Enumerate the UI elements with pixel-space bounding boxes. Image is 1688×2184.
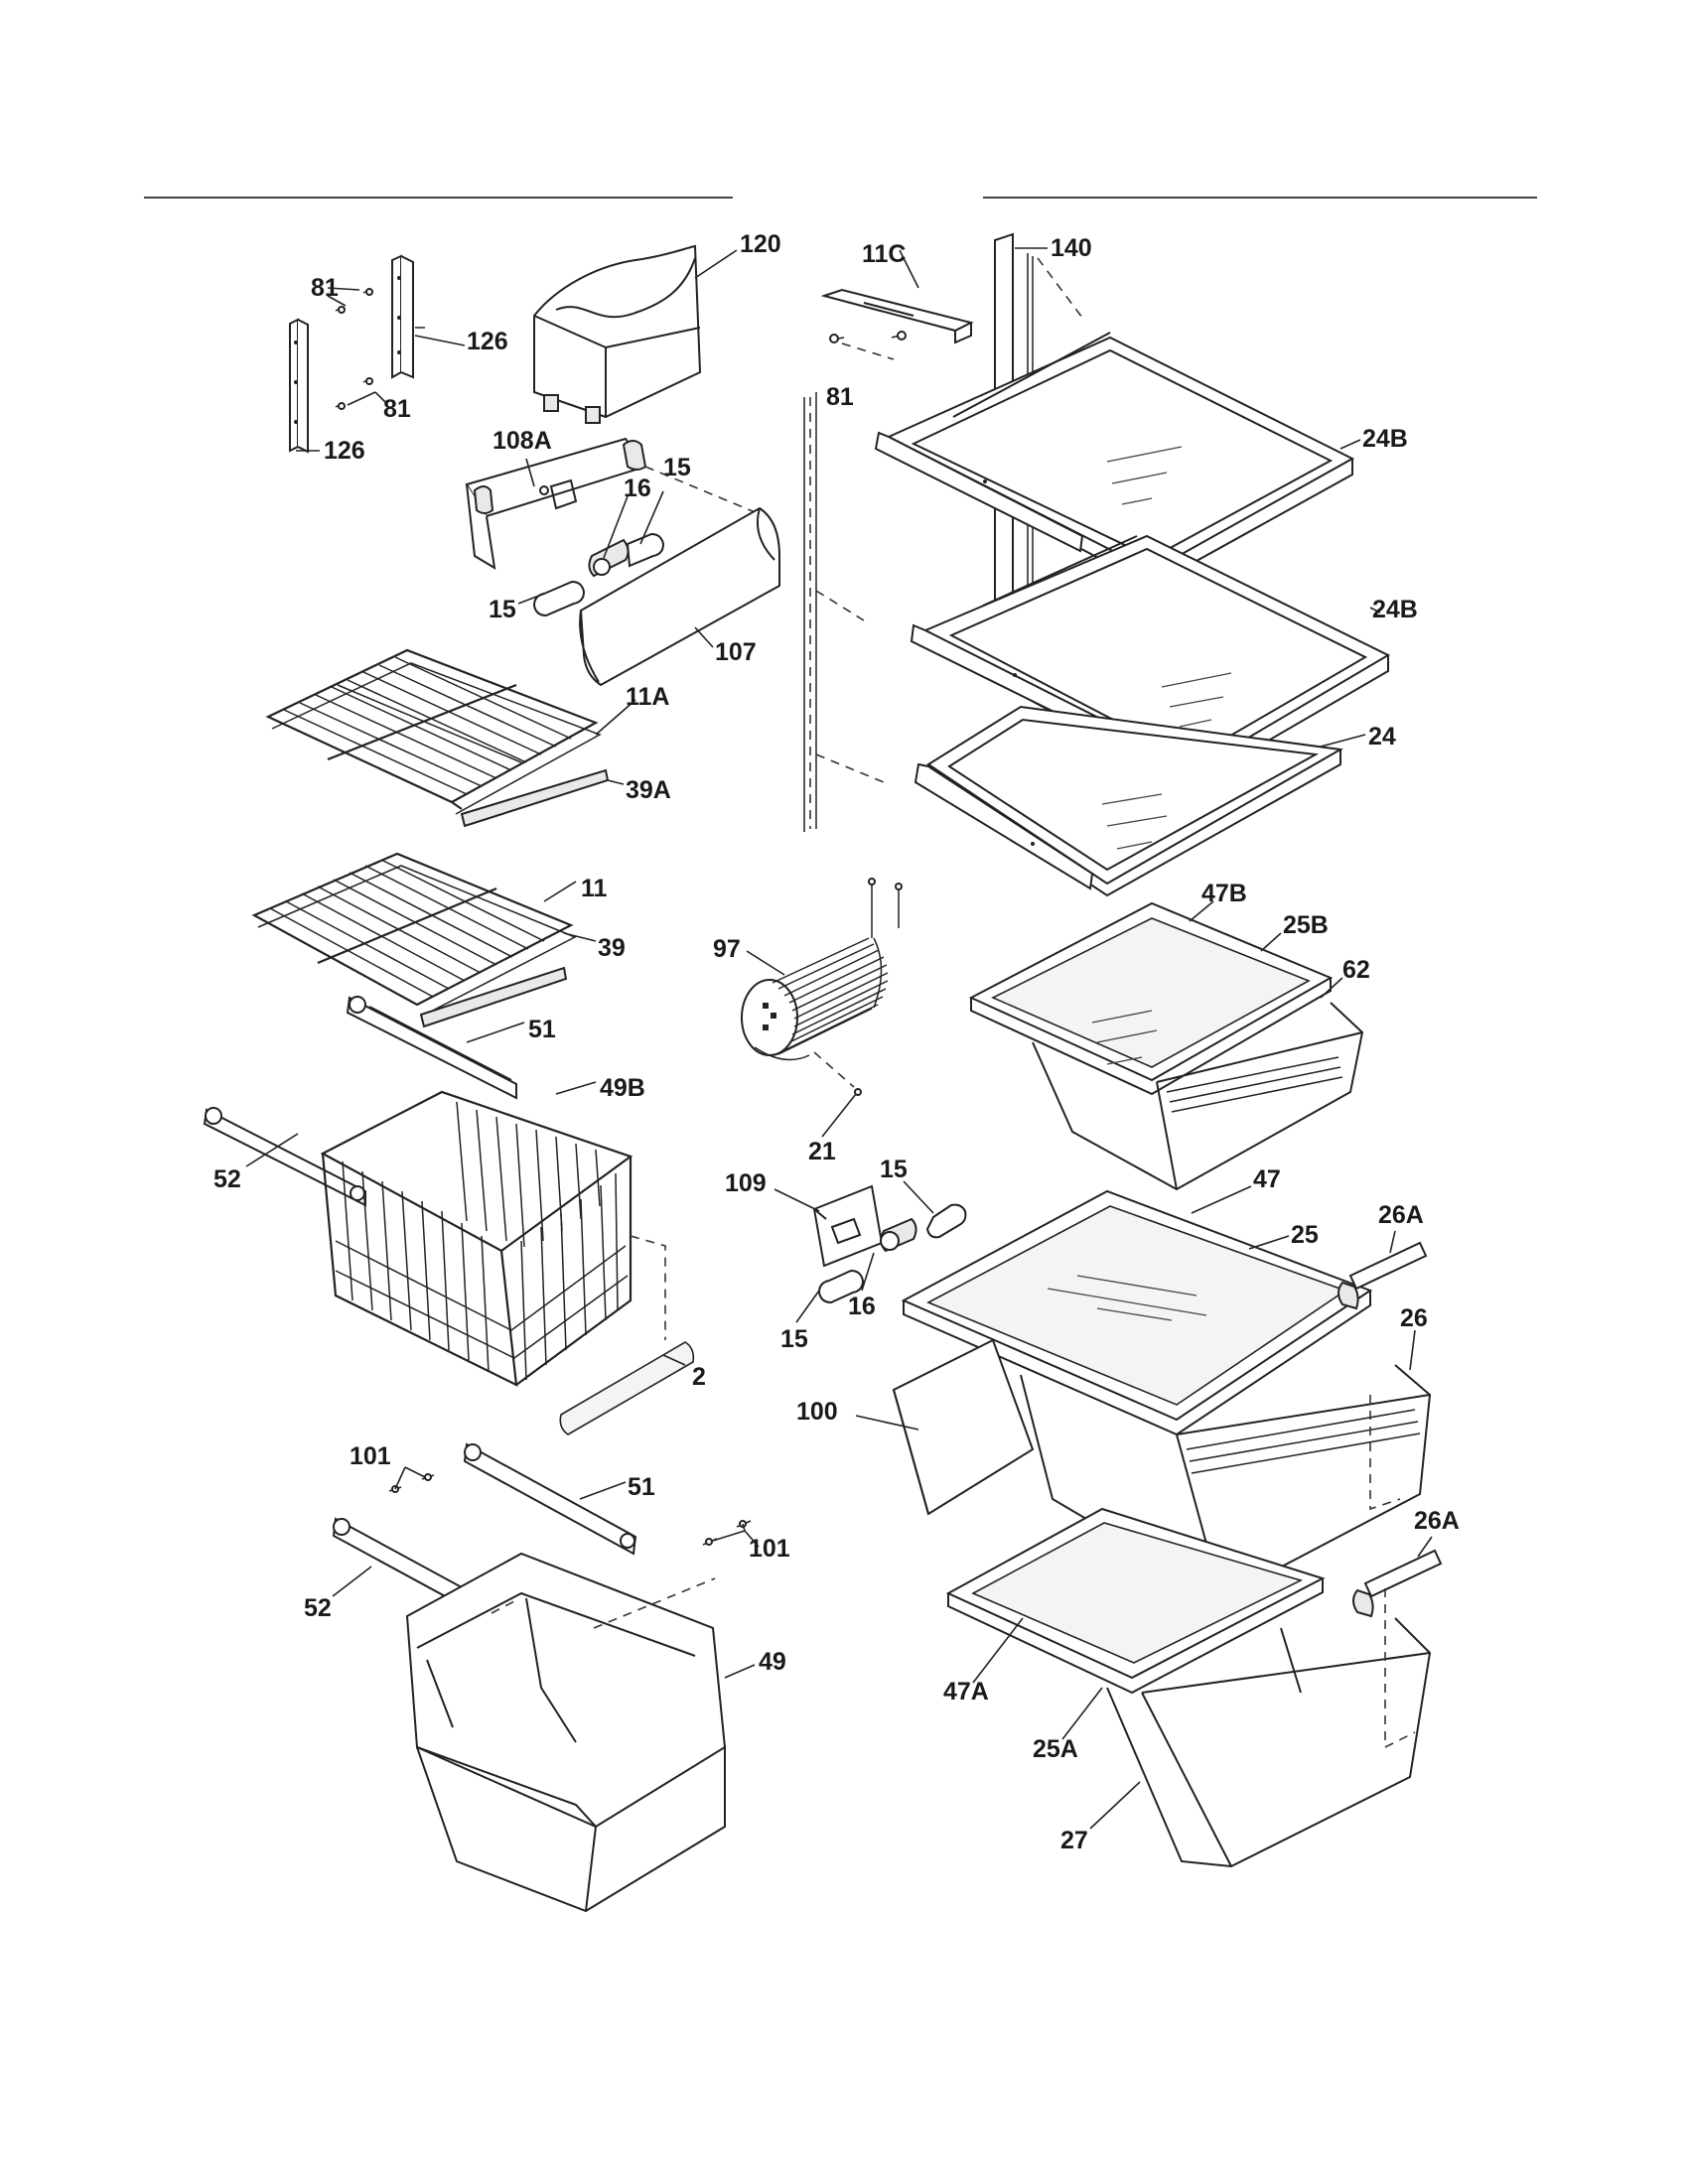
crisper-glass-47A <box>971 1522 1304 1664</box>
shelf-bracket-11C <box>820 288 974 344</box>
label-24B-b: 24B <box>1372 596 1418 623</box>
lamp-cover-107 <box>579 506 780 687</box>
label-39A: 39A <box>626 776 671 804</box>
wire-shelf-11 <box>251 852 577 1018</box>
label-16-b: 16 <box>848 1293 876 1320</box>
light-bulb-15-lower-right <box>925 1203 967 1239</box>
label-24B-a: 24B <box>1362 425 1408 453</box>
crisper-glass-47B <box>991 917 1311 1068</box>
light-bulb-15-top-left <box>532 580 586 617</box>
label-52-a: 52 <box>213 1165 241 1193</box>
light-socket-16-lower <box>880 1217 917 1253</box>
label-26A-a: 26A <box>1378 1201 1424 1229</box>
label-15-a: 15 <box>663 454 691 481</box>
label-107: 107 <box>715 638 757 666</box>
label-81-a: 81 <box>311 274 339 302</box>
label-11: 11 <box>581 875 608 902</box>
label-81-c: 81 <box>826 383 854 411</box>
heater-coil-97 <box>741 878 903 1096</box>
basket-trim-2 <box>559 1235 695 1435</box>
label-47B: 47B <box>1201 880 1247 907</box>
crisper-support-26A-upper <box>1337 1241 1428 1310</box>
screw-81-right <box>829 331 907 360</box>
leader-lines <box>245 247 1433 1830</box>
shelf-hook-guides <box>815 590 890 785</box>
label-47: 47 <box>1253 1165 1281 1193</box>
shelf-bracket-126-left <box>289 318 309 454</box>
label-16-a: 16 <box>624 475 651 502</box>
glass-shelf-24B-upper <box>874 332 1355 588</box>
light-housing-109 <box>812 1184 884 1268</box>
label-15-d: 15 <box>780 1325 808 1353</box>
label-49B: 49B <box>600 1074 645 1102</box>
light-housing-108A <box>465 437 766 570</box>
label-11C: 11C <box>862 240 906 268</box>
label-100: 100 <box>796 1398 838 1426</box>
label-101-a: 101 <box>350 1442 391 1470</box>
label-51-b: 51 <box>628 1473 655 1501</box>
label-49: 49 <box>759 1648 786 1676</box>
label-109: 109 <box>725 1169 767 1197</box>
screw-81-group <box>335 288 373 410</box>
crisper-support-26A-lower <box>1352 1549 1443 1618</box>
wire-shelf-11A <box>265 648 602 815</box>
crisper-pan-27 <box>1106 1588 1432 1868</box>
shelf-trim-39 <box>419 966 568 1028</box>
freezer-pan-49 <box>405 1552 727 1913</box>
label-51-a: 51 <box>528 1016 556 1043</box>
label-15-c: 15 <box>880 1156 908 1183</box>
light-bulb-15-lower-left <box>817 1269 865 1304</box>
slide-rail-51-upper <box>346 996 517 1100</box>
label-27: 27 <box>1060 1827 1088 1854</box>
glass-shelf-24 <box>914 705 1344 897</box>
label-62: 62 <box>1342 956 1370 984</box>
label-25A: 25A <box>1033 1735 1078 1763</box>
crisper-pan-62 <box>1032 1002 1364 1191</box>
label-26: 26 <box>1400 1304 1428 1332</box>
label-26A-b: 26A <box>1414 1507 1460 1535</box>
label-11A: 11A <box>626 683 669 711</box>
door-bin-120 <box>533 244 702 424</box>
label-47A: 47A <box>943 1678 989 1706</box>
label-21: 21 <box>808 1138 836 1165</box>
label-81-b: 81 <box>383 395 411 423</box>
slide-rail-51-lower <box>463 1442 637 1556</box>
label-97: 97 <box>713 935 741 963</box>
label-52-b: 52 <box>304 1594 332 1622</box>
label-140: 140 <box>1051 234 1092 262</box>
label-24: 24 <box>1368 723 1396 751</box>
label-25: 25 <box>1291 1221 1319 1249</box>
label-15-b: 15 <box>489 596 516 623</box>
shelf-ladder-81-side <box>803 392 817 832</box>
part-labels: 120 81 126 81 126 108A 15 16 15 107 11A … <box>213 230 1460 1854</box>
label-108A: 108A <box>492 427 552 455</box>
divider-100 <box>892 1338 1035 1516</box>
light-socket-16-top <box>588 538 630 578</box>
label-25B: 25B <box>1283 911 1329 939</box>
shelf-bracket-126-right <box>391 254 414 379</box>
label-126-b: 126 <box>324 437 365 465</box>
label-120: 120 <box>740 230 781 258</box>
label-2: 2 <box>692 1363 706 1391</box>
wire-basket-49B <box>320 1090 633 1387</box>
label-39: 39 <box>598 934 626 962</box>
light-bulb-15-top-right <box>626 532 665 568</box>
label-126-a: 126 <box>467 328 508 355</box>
label-101-b: 101 <box>749 1535 790 1563</box>
